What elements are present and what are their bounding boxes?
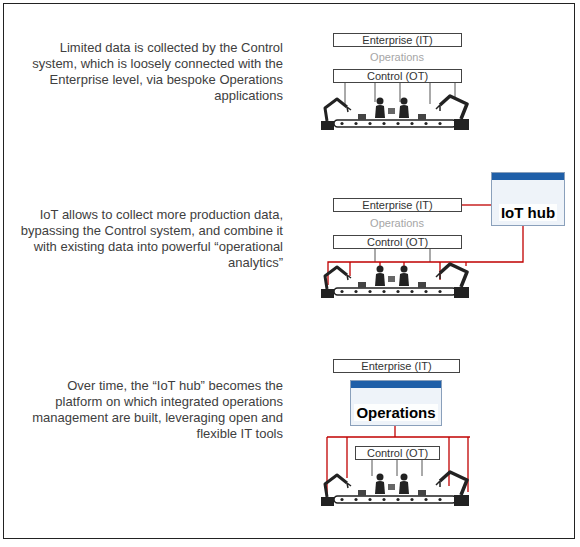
node-text: Enterprise (IT)	[362, 199, 432, 211]
operations-hub: Operations	[350, 380, 442, 426]
node-text: Control (OT)	[367, 447, 428, 459]
enterprise-band: Enterprise (IT)	[333, 33, 462, 47]
node-text: Operations	[354, 404, 437, 421]
enterprise-band: Enterprise (IT)	[333, 359, 460, 373]
node-text: Control (OT)	[367, 236, 428, 248]
control-band: Control (OT)	[333, 235, 462, 249]
enterprise-band: Enterprise (IT)	[333, 198, 462, 212]
description-text: IoT allows to collect more production da…	[18, 207, 283, 271]
node-text: Enterprise (IT)	[361, 360, 431, 372]
node-text: IoT hub	[499, 204, 557, 221]
description-text: Limited data is collected by the Control…	[18, 40, 283, 104]
node-text: Enterprise (IT)	[362, 34, 432, 46]
layer-label: Operations	[368, 217, 426, 229]
connector-line	[462, 204, 491, 205]
layer-label: Operations	[368, 51, 426, 63]
control-band: Control (OT)	[333, 69, 462, 83]
iot-hub: IoT hub	[491, 172, 565, 226]
description-text: Over time, the “IoT hub” becomes the pla…	[18, 378, 283, 442]
control-band: Control (OT)	[355, 446, 440, 460]
node-text: Control (OT)	[367, 70, 428, 82]
